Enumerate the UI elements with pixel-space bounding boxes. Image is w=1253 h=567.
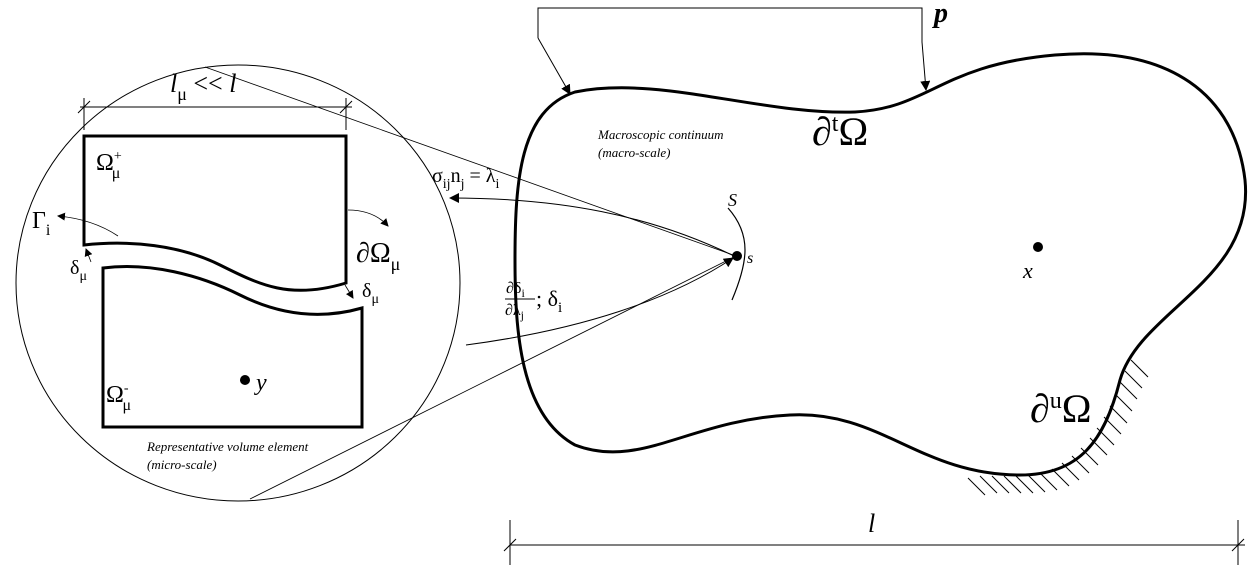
- load-p-outline: [537, 7, 923, 42]
- omega-minus-label: Ω-μ: [106, 381, 131, 414]
- dOmega-pointer: [347, 209, 389, 227]
- point-y-label: y: [254, 370, 267, 396]
- gamma-label: Γi: [32, 208, 51, 239]
- point-y-marker: [240, 375, 250, 385]
- delta-left-label: δμ: [70, 257, 87, 284]
- micro-length-label: lμ << l: [170, 69, 236, 104]
- micro-length-dimension: [77, 98, 353, 130]
- rve-ellipse: [15, 64, 461, 502]
- svg-text:∂δi: ∂δi: [506, 280, 525, 300]
- traction-arrow: [449, 193, 735, 257]
- support-hatching: [967, 359, 1149, 496]
- micro-caption-line1: Representative volume element: [146, 439, 309, 454]
- macro-body-outline: [513, 52, 1248, 477]
- crack-fraction: ∂δi ∂λj ; δi: [505, 280, 562, 322]
- crack-arrow: [465, 257, 734, 346]
- macro-caption-line2: (macro-scale): [598, 145, 670, 160]
- point-s-marker: [732, 251, 742, 261]
- svg-text:; δi: ; δi: [536, 286, 562, 316]
- boundary-t-label: ∂tΩ: [812, 109, 868, 154]
- dOmega-mu-label: ∂Ωμ: [356, 238, 400, 274]
- macro-length-dimension: [503, 520, 1245, 565]
- zoom-line-bottom: [249, 255, 737, 500]
- surface-S-label: S: [728, 190, 737, 210]
- boundary-u-label: ∂uΩ: [1030, 386, 1092, 431]
- macro-caption-line1: Macroscopic continuum: [597, 127, 724, 142]
- load-arrow-left: [537, 37, 571, 95]
- load-p-label: p: [932, 0, 948, 29]
- omega-plus-label: Ω+μ: [96, 149, 122, 182]
- macro-length-label: l: [868, 509, 875, 538]
- point-x-marker: [1033, 242, 1043, 252]
- load-arrow-right: [920, 41, 931, 91]
- point-x-label: x: [1022, 258, 1033, 283]
- delta-left-arrow: [84, 248, 93, 263]
- micro-caption-line2: (micro-scale): [147, 457, 217, 472]
- rve-lower-block: [101, 265, 364, 429]
- gamma-pointer: [57, 212, 119, 237]
- zoom-line-top: [204, 66, 737, 257]
- delta-right-arrow: [344, 284, 354, 299]
- point-s-label: s: [747, 250, 753, 267]
- svg-text:∂λj: ∂λj: [505, 302, 524, 322]
- rve-upper-block: [82, 134, 348, 292]
- delta-right-label: δμ: [362, 280, 379, 307]
- traction-equation: σijnj = λi: [432, 165, 499, 192]
- surface-S-curve: [727, 207, 746, 301]
